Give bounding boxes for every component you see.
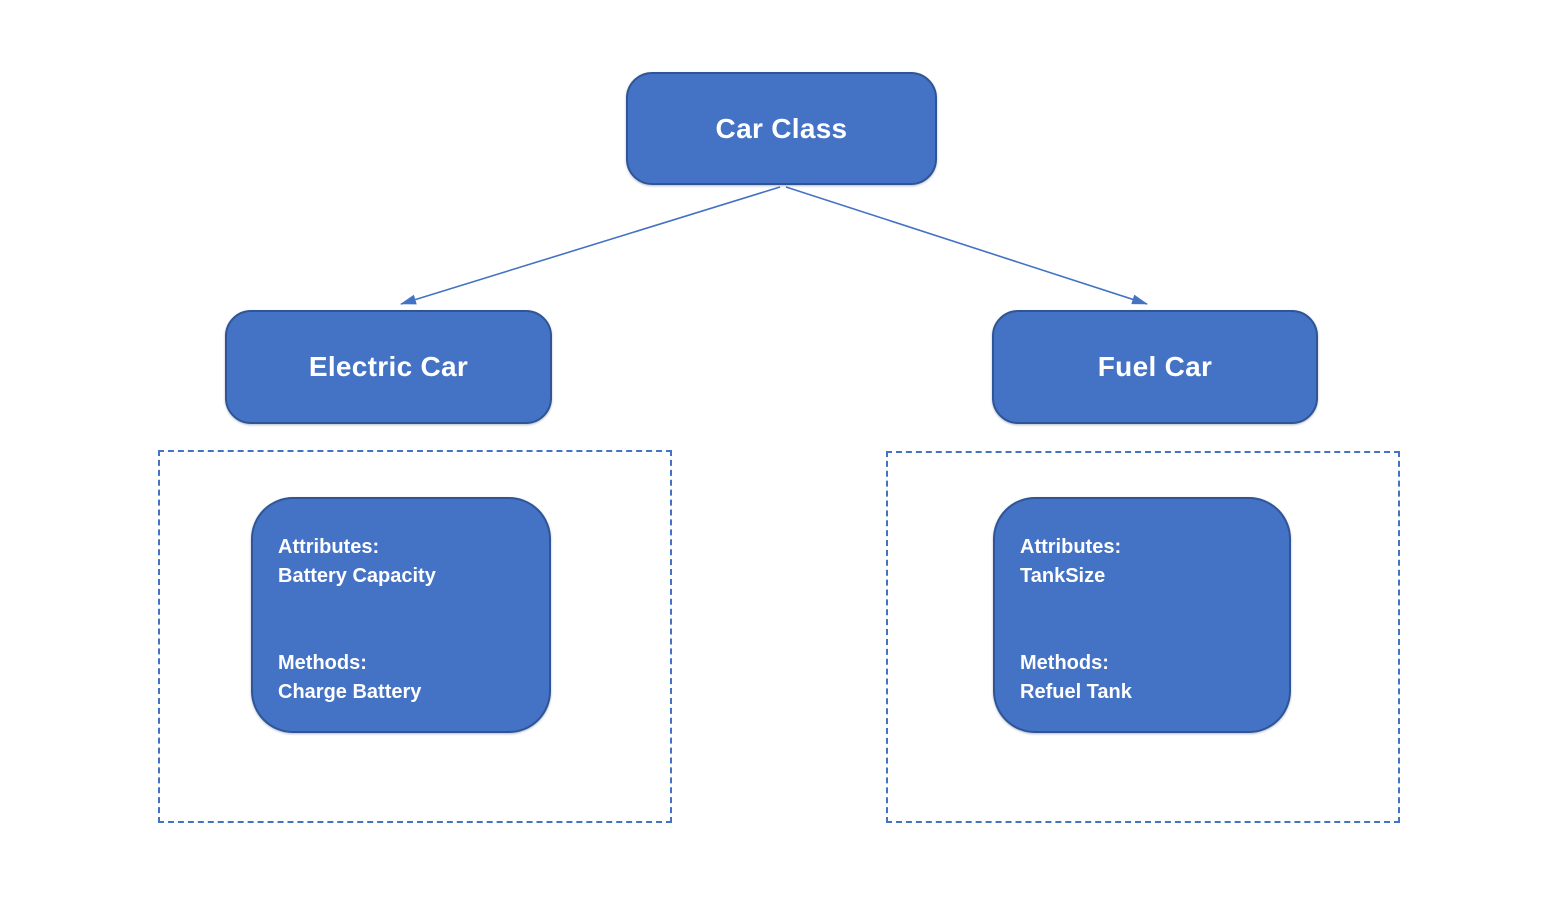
node-car-class-label: Car Class [715, 112, 848, 144]
detail-spacer [278, 591, 531, 649]
node-fuel-car: Fuel Car [992, 310, 1318, 424]
methods-heading: Methods: [1020, 652, 1109, 674]
attributes-heading: Attributes: [1020, 536, 1122, 558]
group-fuel-car [886, 451, 1400, 823]
attribute-item: TankSize [1020, 565, 1106, 587]
detail-electric-car: Attributes: Battery Capacity Methods: Ch… [251, 497, 551, 733]
detail-spacer [1020, 591, 1271, 649]
node-electric-car: Electric Car [225, 310, 552, 424]
connector-car-to-electric [400, 186, 781, 305]
node-fuel-car-label: Fuel Car [1097, 351, 1213, 382]
detail-fuel-car: Attributes: TankSize Methods: Refuel Tan… [993, 497, 1291, 733]
attributes-heading: Attributes: [278, 536, 380, 558]
method-item: Refuel Tank [1020, 681, 1132, 703]
methods-heading: Methods: [278, 652, 367, 674]
method-item: Charge Battery [278, 681, 422, 703]
node-car-class: Car Class [626, 72, 937, 185]
node-electric-car-label: Electric Car [308, 351, 469, 382]
attribute-item: Battery Capacity [278, 565, 436, 587]
connector-car-to-fuel [785, 186, 1148, 305]
group-electric-car [158, 450, 672, 823]
